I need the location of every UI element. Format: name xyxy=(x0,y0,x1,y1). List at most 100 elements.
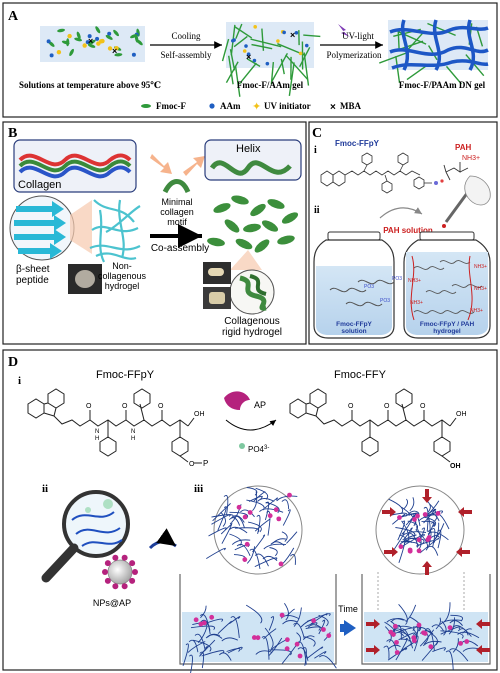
crosslink-node xyxy=(422,512,428,517)
collagen-strand-blue xyxy=(18,165,132,179)
minimal-motif-strand xyxy=(162,179,191,194)
panel-c: C i Fmoc-FFpY PAH NH3+ ii PAH solut xyxy=(308,121,498,345)
fmoc-f-molecule xyxy=(113,29,119,37)
pah-solution-arrow xyxy=(379,207,423,219)
nh3-label: NH3+ xyxy=(474,264,487,270)
polymer-chain xyxy=(431,528,436,548)
crosslink-node xyxy=(297,653,303,659)
ap-label: AP xyxy=(254,400,266,410)
helix-strand xyxy=(209,160,292,176)
fmoc-f-fiber xyxy=(270,61,275,85)
polymer-chain xyxy=(268,616,275,631)
polymer-chain xyxy=(286,531,298,544)
polymer-chain xyxy=(406,533,419,546)
fmoc-f-fiber xyxy=(395,56,401,84)
contraction-arrow xyxy=(456,547,470,557)
polymer-chain xyxy=(443,602,451,623)
polymer-chain xyxy=(263,543,286,550)
gel-molecule xyxy=(294,30,299,35)
polymer-chain xyxy=(409,497,415,512)
ap-enzyme xyxy=(129,577,136,584)
ap-enzyme xyxy=(121,583,128,590)
ap-enzyme-icon xyxy=(224,391,250,410)
polymer-chain xyxy=(227,646,243,654)
polymer-chain xyxy=(305,626,321,631)
helix-label: Helix xyxy=(236,143,261,155)
polymer-chain xyxy=(254,518,271,532)
polymer-chain xyxy=(286,608,295,617)
crosslink-node xyxy=(416,548,422,554)
polymer-chain xyxy=(199,645,208,657)
crosslink-node xyxy=(311,618,317,624)
peptide-fiber xyxy=(89,244,141,251)
pipette-hand xyxy=(464,175,491,206)
polymer-chain xyxy=(226,648,241,652)
stage1-particles: ×× xyxy=(46,26,143,58)
pah-title: PAH xyxy=(455,143,472,152)
polymer-chain xyxy=(240,509,255,518)
polymer-chain xyxy=(304,636,316,647)
polymer-chain xyxy=(236,543,251,556)
paam-chain xyxy=(400,19,410,71)
crosslink-node xyxy=(394,650,400,655)
polymer-chain xyxy=(281,499,290,510)
gel-molecule xyxy=(231,38,235,43)
paam-chain xyxy=(389,25,489,36)
polymer-chain xyxy=(457,631,480,639)
gel-molecule xyxy=(246,52,251,56)
polymer-chain xyxy=(440,626,461,635)
crosslink-node xyxy=(209,614,215,620)
nh3-label: NH3+ xyxy=(474,286,487,292)
aam-molecule xyxy=(131,52,136,57)
fmoc-f-fiber xyxy=(465,54,485,77)
coassembly-label: Co-assembly xyxy=(151,243,209,254)
fmoc-f-fiber xyxy=(251,43,273,50)
legend-aam-label: AAm xyxy=(220,101,241,111)
non-collagenous-network xyxy=(89,199,141,263)
polymer-chain xyxy=(421,640,439,661)
panel-a: A ×× Cooling Self-assembly ×× UV-light P… xyxy=(2,2,498,118)
polymer-chain xyxy=(386,639,397,651)
polymer-chain xyxy=(419,527,425,541)
reaction-arrow xyxy=(225,419,277,431)
polymer-chain xyxy=(229,616,241,625)
noncol-label-2: collagenous xyxy=(98,271,147,281)
jar2-gel xyxy=(406,252,488,335)
polymer-chain xyxy=(257,498,275,502)
gel-molecule xyxy=(265,61,270,66)
mba-cross-icon: × xyxy=(112,46,117,56)
fmoc-f-fiber xyxy=(250,38,282,48)
polymer-chain xyxy=(398,538,406,563)
polymer-chain xyxy=(392,513,406,525)
polymer-chain xyxy=(194,633,206,651)
container-after-network xyxy=(366,602,490,670)
right-o-2: O xyxy=(384,403,390,410)
panel-d-ii-label: ii xyxy=(42,483,48,495)
polymer-chain xyxy=(384,626,392,643)
fmoc-f-molecule xyxy=(69,48,74,57)
polymer-chain xyxy=(217,506,227,531)
polymer-chain xyxy=(452,625,472,637)
legend-mba-label: MBA xyxy=(340,101,361,111)
collagen-fiber-leaf xyxy=(243,223,261,233)
collagen-fiber-leaf xyxy=(277,235,295,245)
pipette-icon xyxy=(444,191,470,223)
hydrogel-molecule xyxy=(451,284,483,288)
hydrogel-molecule xyxy=(443,310,475,314)
crosslink-node xyxy=(390,632,396,637)
polymer-chain xyxy=(205,633,221,639)
network-after xyxy=(382,489,472,575)
polymer-chain xyxy=(398,632,416,641)
polymer-chain xyxy=(200,619,211,631)
jar-hydrogel: NH3+NH3+NH3+NH3+NH3+ Fmoc-FFpY / PAH hyd… xyxy=(403,231,491,339)
crosslink-node xyxy=(412,517,417,522)
crosslink-node xyxy=(415,513,420,519)
polymer-chain xyxy=(281,531,288,542)
nanoparticle xyxy=(107,559,133,585)
stage3-network xyxy=(379,19,489,85)
peptide-fiber xyxy=(105,205,141,233)
crosslink-node xyxy=(464,639,470,644)
crosslink-node xyxy=(279,612,285,618)
